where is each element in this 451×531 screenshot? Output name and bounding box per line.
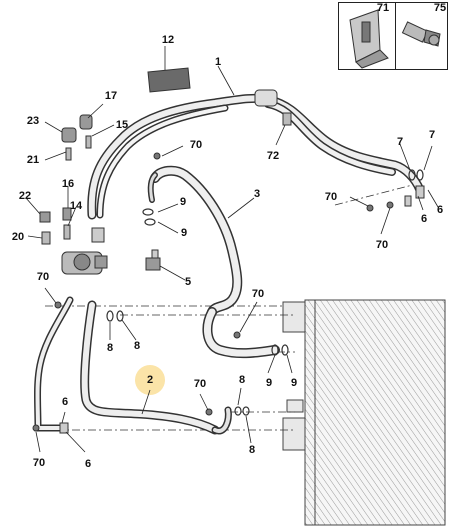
callout-8d: 8 <box>248 444 256 456</box>
callout-71: 71 <box>376 2 390 14</box>
callout-7b: 7 <box>428 129 436 141</box>
callout-70g: 70 <box>32 457 46 469</box>
callout-23: 23 <box>26 115 40 127</box>
callout-6c: 6 <box>420 213 428 225</box>
part-16 <box>62 207 72 240</box>
callout-75: 75 <box>433 2 447 14</box>
inset-divider <box>395 2 396 70</box>
callout-8a: 8 <box>106 342 114 354</box>
callout-8c: 8 <box>238 374 246 386</box>
callout-1: 1 <box>214 56 222 68</box>
callout-9b: 9 <box>180 227 188 239</box>
callout-70d: 70 <box>193 378 207 390</box>
pipe-1 <box>87 89 425 220</box>
callout-70b: 70 <box>36 271 50 283</box>
callout-5: 5 <box>184 276 192 288</box>
part-71-clip-icon <box>349 9 389 69</box>
callout-3: 3 <box>253 188 261 200</box>
callout-6d: 6 <box>436 204 444 216</box>
callout-21: 21 <box>26 154 40 166</box>
part-23 <box>61 127 77 143</box>
callout-8b: 8 <box>133 340 141 352</box>
callout-70a: 70 <box>189 139 203 151</box>
clips-6 <box>59 185 425 434</box>
part-72 <box>282 112 292 126</box>
callout-leaders <box>25 46 439 453</box>
part-17 <box>79 114 93 130</box>
callout-2: 2 <box>146 374 154 386</box>
part-21-15 <box>65 135 92 161</box>
condenser <box>282 299 446 526</box>
callout-6a: 6 <box>61 396 69 408</box>
callout-9d: 9 <box>290 377 298 389</box>
callout-6b: 6 <box>84 458 92 470</box>
callout-22: 22 <box>18 190 32 202</box>
pipe-left <box>34 296 74 432</box>
callout-20: 20 <box>11 231 25 243</box>
pipe-2 <box>80 300 232 435</box>
callout-15: 15 <box>115 119 129 131</box>
callout-72: 72 <box>266 150 280 162</box>
callout-7a: 7 <box>396 136 404 148</box>
part-12 <box>147 67 191 93</box>
callout-12: 12 <box>161 34 175 46</box>
compressor-valve <box>61 227 108 275</box>
callout-70f: 70 <box>375 239 389 251</box>
pipe-3 <box>147 165 280 359</box>
part-75-bolt-icon <box>401 21 441 47</box>
callout-17: 17 <box>104 90 118 102</box>
callout-70e: 70 <box>324 191 338 203</box>
callout-14: 14 <box>69 200 83 212</box>
callout-9a: 9 <box>179 196 187 208</box>
callout-70c: 70 <box>251 288 265 300</box>
callout-16: 16 <box>61 178 75 190</box>
part-70-bolts <box>32 152 394 432</box>
part-22 <box>39 211 51 245</box>
part-5 <box>145 249 161 271</box>
callout-9c: 9 <box>265 377 273 389</box>
